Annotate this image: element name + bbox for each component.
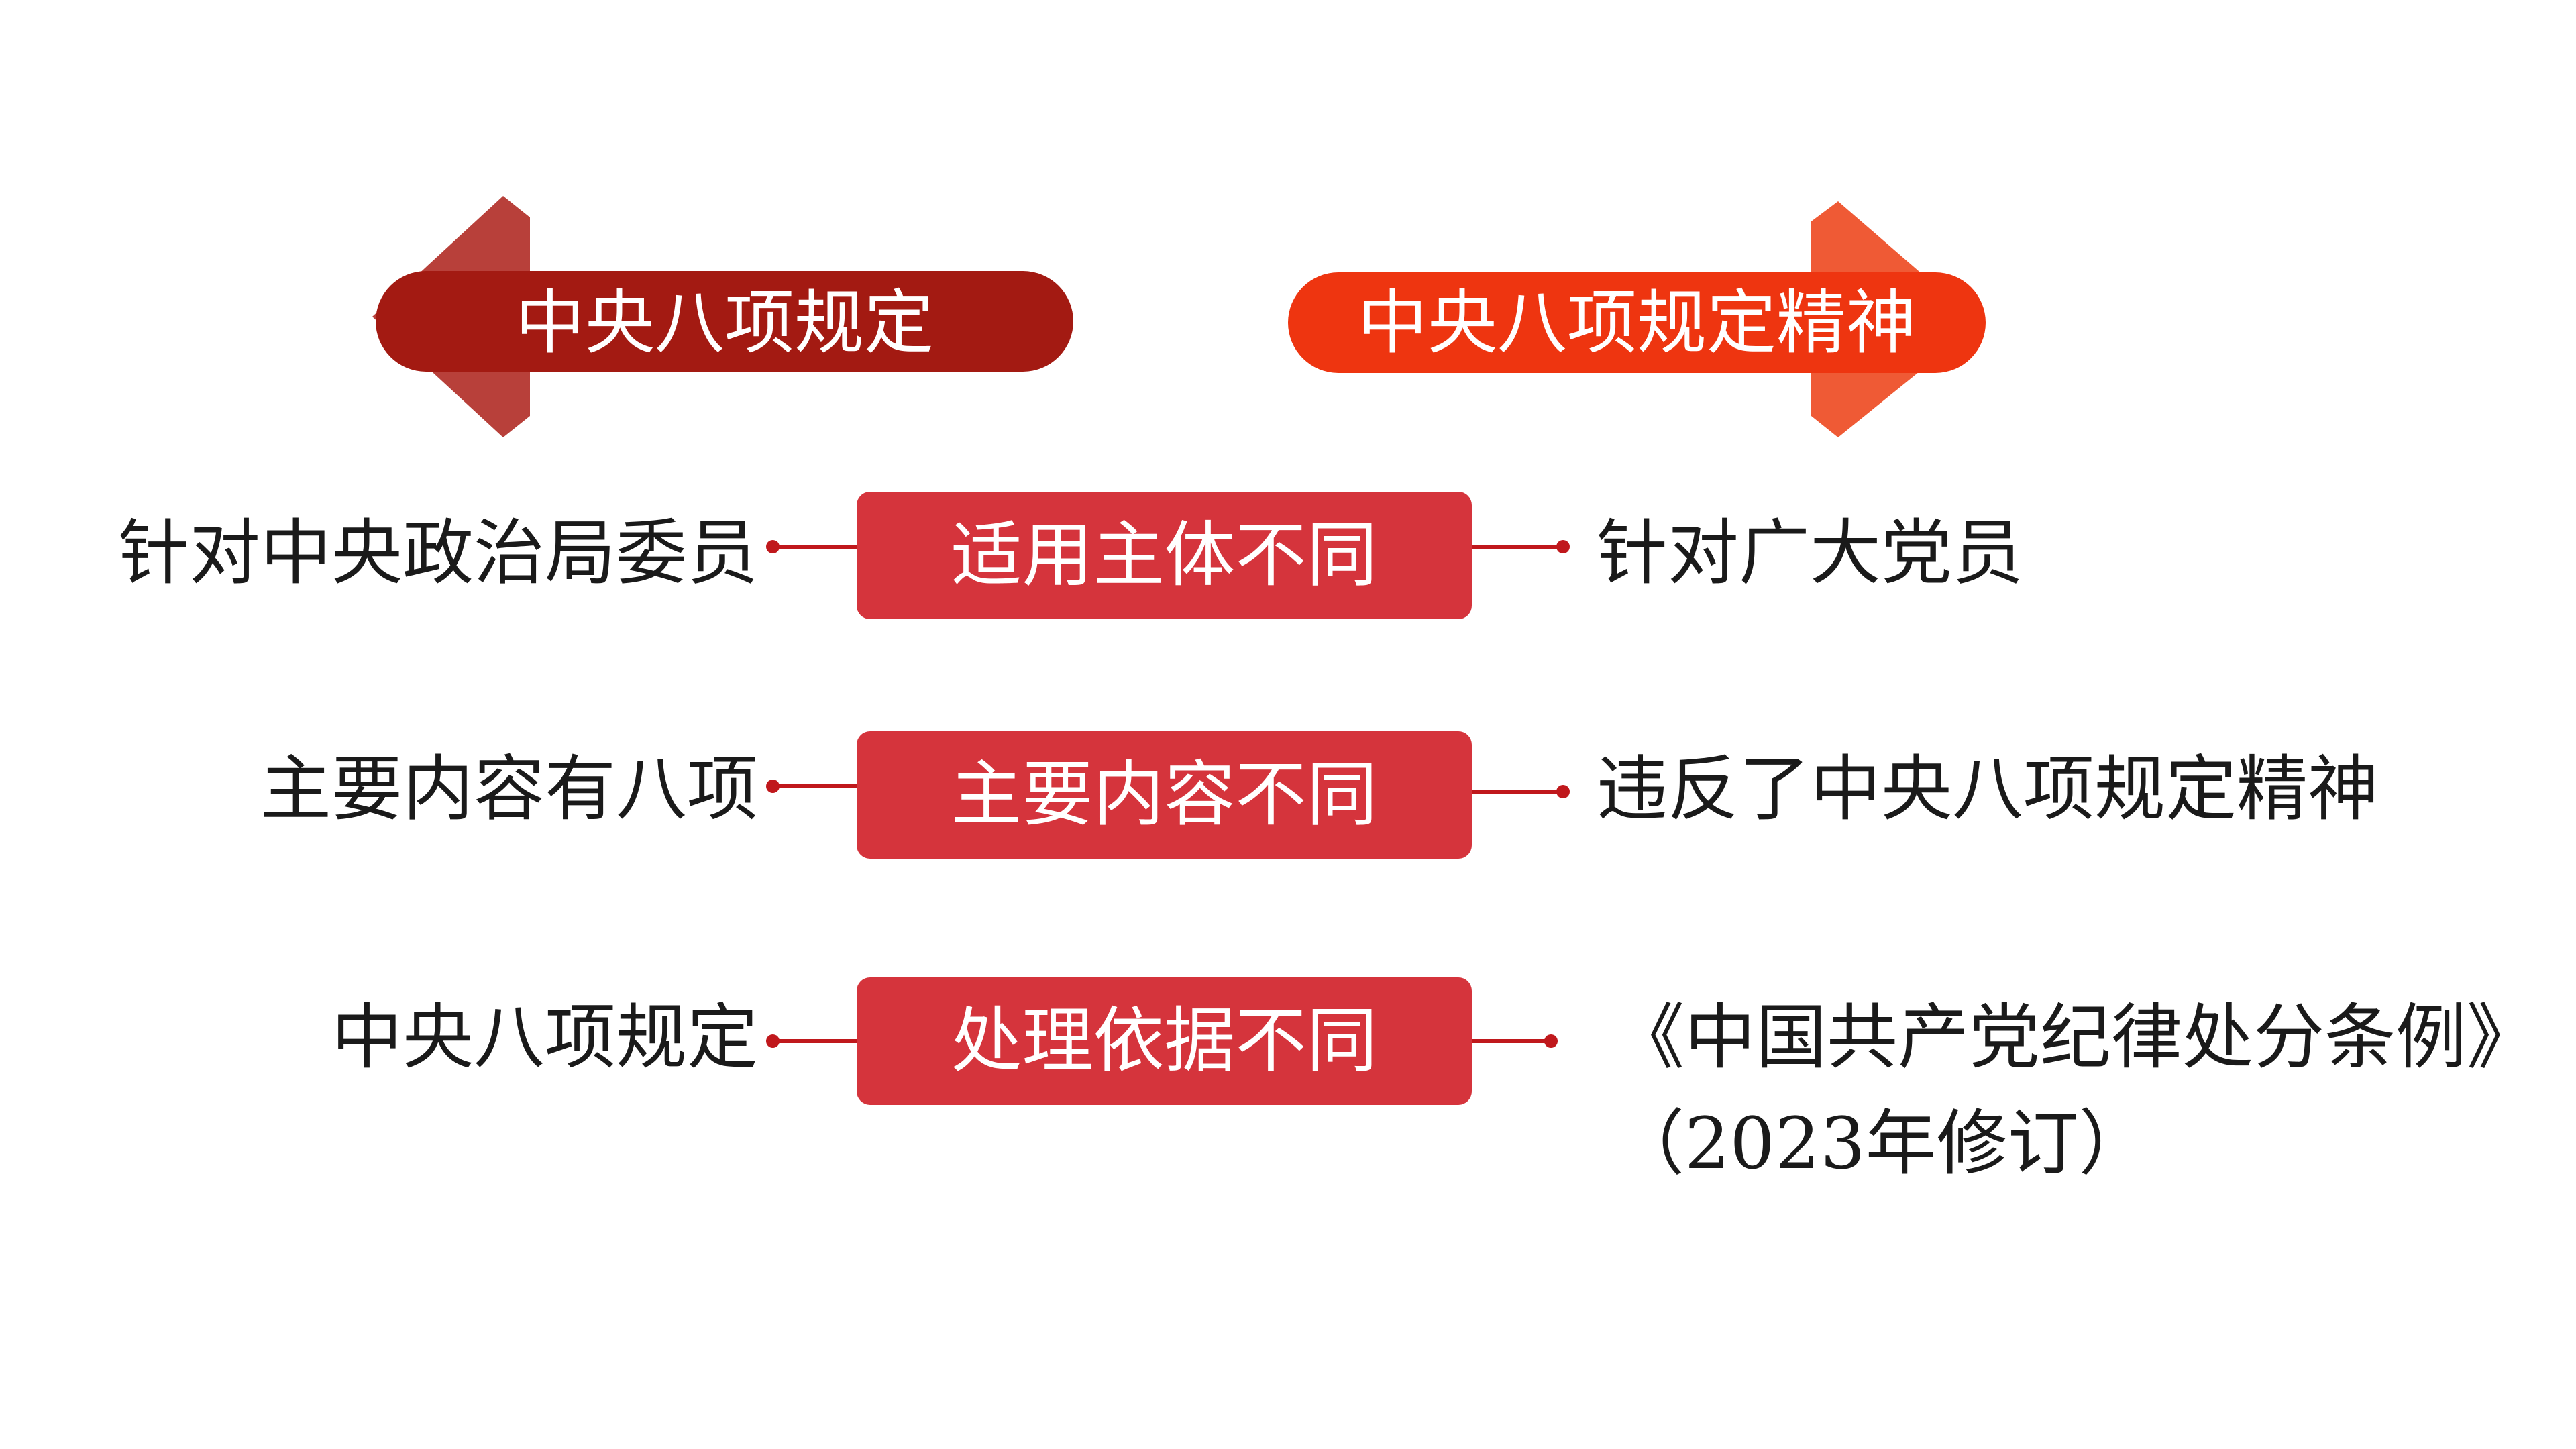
row1-left-dot [766, 540, 780, 553]
row3-connectors [766, 1034, 1558, 1048]
row1-left-text: 针对中央政治局委员 [118, 512, 758, 594]
row2-connectors [766, 780, 1570, 798]
row3-right-dot [1544, 1034, 1558, 1048]
row2-right-dot [1556, 785, 1570, 798]
category-box-3: 处理依据不同 [857, 977, 1472, 1105]
row2-left-text: 主要内容有八项 [260, 748, 758, 830]
left-arrow [372, 196, 1073, 437]
row1-right-text: 针对广大党员 [1597, 512, 2023, 594]
row3-right-text-line2: （2023年修订） [1613, 1102, 2150, 1185]
right-arrow-label: 中央八项规定精神 [1357, 282, 1916, 364]
right-arrow [1288, 201, 1986, 437]
row2-right-text: 违反了中央八项规定精神 [1597, 748, 2379, 830]
row1-right-dot [1556, 540, 1570, 553]
row1-connectors [766, 540, 1570, 553]
left-arrow-bar [376, 271, 1073, 372]
row2-left-dot [766, 780, 780, 793]
right-arrow-bar [1288, 272, 1986, 373]
row3-left-dot [766, 1034, 780, 1048]
category-box-1: 适用主体不同 [857, 492, 1472, 619]
row3-left-text: 中央八项规定 [331, 996, 758, 1079]
row3-right-text-line1: 《中国共产党纪律处分条例》 [1613, 996, 2538, 1079]
category-box-2: 主要内容不同 [857, 731, 1472, 859]
left-arrow-label: 中央八项规定 [515, 282, 934, 364]
